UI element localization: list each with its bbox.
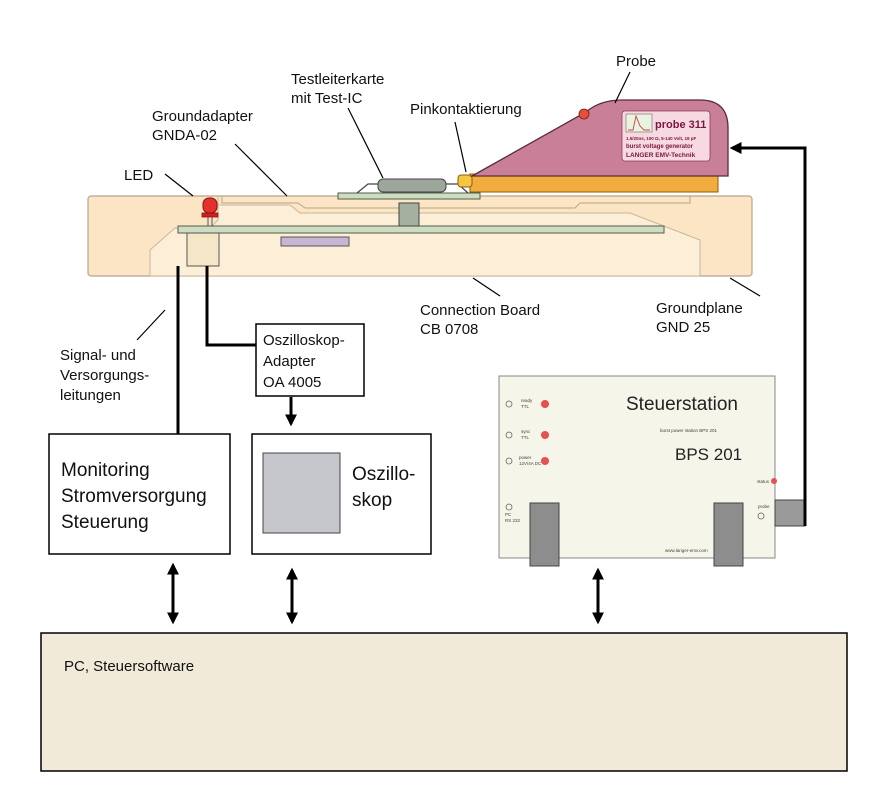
label-groundplane-1: Groundplane bbox=[656, 300, 743, 317]
probe-device-name: probe 311 bbox=[655, 119, 706, 131]
wire-oszi-adapter bbox=[205, 266, 256, 347]
label-groundadapter-2: GNDA-02 bbox=[152, 127, 217, 144]
probe-knob bbox=[578, 108, 590, 120]
ready-ttl: TTL bbox=[521, 404, 529, 409]
label-groundplane-2: GND 25 bbox=[656, 319, 710, 336]
probe-base bbox=[469, 173, 719, 193]
sync-label: sync bbox=[521, 429, 531, 434]
monitoring-line1: Monitoring bbox=[61, 460, 150, 481]
test-ic bbox=[377, 178, 447, 193]
pc-label: PC, Steuersoftware bbox=[64, 658, 194, 675]
power-label: power bbox=[519, 455, 532, 460]
status-led bbox=[771, 478, 777, 484]
pc-jack bbox=[505, 503, 513, 511]
monitoring-box bbox=[48, 433, 231, 555]
ready-led bbox=[541, 400, 549, 408]
station-foot-left bbox=[529, 502, 560, 567]
oszi-adapter-line1: Oszilloskop- bbox=[263, 332, 345, 349]
label-testleiterkarte-2: mit Test-IC bbox=[291, 90, 363, 107]
leader-probe bbox=[614, 71, 631, 104]
sync-jack bbox=[505, 431, 513, 439]
steuerstation-model: BPS 201 bbox=[675, 445, 742, 464]
test-board bbox=[337, 192, 481, 200]
sync-ttl: TTL bbox=[521, 435, 529, 440]
ready-label: ready bbox=[521, 398, 533, 403]
probe-port-jack bbox=[757, 512, 765, 520]
pc-box bbox=[40, 632, 848, 772]
label-groundadapter-1: Groundadapter bbox=[152, 108, 253, 125]
steuerstation-subtitle: burst power station BPS 201 bbox=[660, 428, 718, 433]
label-signal-1: Signal- und bbox=[60, 347, 136, 364]
label-testleiterkarte-1: Testleiterkarte bbox=[291, 71, 384, 88]
probe-device-brand: LANGER EMV-Technik bbox=[626, 152, 696, 159]
sync-led bbox=[541, 431, 549, 439]
probe-port-label: probe bbox=[758, 504, 770, 509]
connector-block bbox=[186, 232, 220, 267]
pin-contact bbox=[457, 174, 473, 188]
rs232-label: RS 232 bbox=[505, 518, 521, 523]
chip bbox=[280, 236, 350, 247]
leader-groundadapter bbox=[234, 143, 288, 197]
groundadapter-top bbox=[221, 196, 691, 209]
label-signal-3: leitungen bbox=[60, 387, 121, 404]
leader-groundplane bbox=[729, 277, 761, 297]
label-signal-2: Versorgungs- bbox=[60, 367, 149, 384]
probe-logo-wave bbox=[628, 114, 650, 131]
leader-led bbox=[164, 173, 194, 197]
steuerstation-title: Steuerstation bbox=[626, 394, 738, 415]
leader-testleiterkarte bbox=[347, 107, 384, 179]
probe-device-desc: burst voltage generator bbox=[626, 144, 694, 150]
probe-device-spec: 1.5/20ns, 100 Ω, 5-140 Volt, 18 pF bbox=[626, 136, 697, 141]
led-base bbox=[201, 212, 219, 218]
oszilloskop-line1: Oszillo- bbox=[352, 464, 415, 485]
label-connection-board-2: CB 0708 bbox=[420, 321, 478, 338]
led bbox=[202, 197, 218, 214]
label-led: LED bbox=[124, 167, 153, 184]
power-led bbox=[541, 457, 549, 465]
label-pinkontaktierung: Pinkontaktierung bbox=[410, 101, 522, 118]
probe-connector bbox=[774, 499, 806, 527]
ready-jack bbox=[505, 400, 513, 408]
oszi-adapter-line3: OA 4005 bbox=[263, 374, 321, 391]
leader-signal bbox=[136, 309, 166, 341]
status-label: status bbox=[757, 479, 770, 484]
oszilloskop-line2: skop bbox=[352, 490, 392, 511]
monitoring-line3: Steuerung bbox=[61, 512, 149, 533]
connection-board bbox=[177, 225, 665, 234]
monitoring-line2: Stromversorgung bbox=[61, 486, 207, 507]
leader-connection-board bbox=[472, 277, 501, 297]
station-url: www.langer-emv.com bbox=[665, 548, 708, 553]
test-post bbox=[398, 202, 420, 227]
power-voltage: 12V/4A DC bbox=[519, 461, 542, 466]
station-foot-right bbox=[713, 502, 744, 567]
oszilloskop-adapter-box bbox=[255, 323, 365, 397]
leader-pin bbox=[454, 121, 467, 173]
probe-cable bbox=[729, 142, 807, 526]
label-connection-board-1: Connection Board bbox=[420, 302, 540, 319]
oszilloskop-screen bbox=[262, 452, 341, 534]
power-jack bbox=[505, 457, 513, 465]
pc-port-label: PC bbox=[505, 512, 512, 517]
label-probe: Probe bbox=[616, 53, 656, 70]
oszi-adapter-line2: Adapter bbox=[263, 353, 316, 370]
